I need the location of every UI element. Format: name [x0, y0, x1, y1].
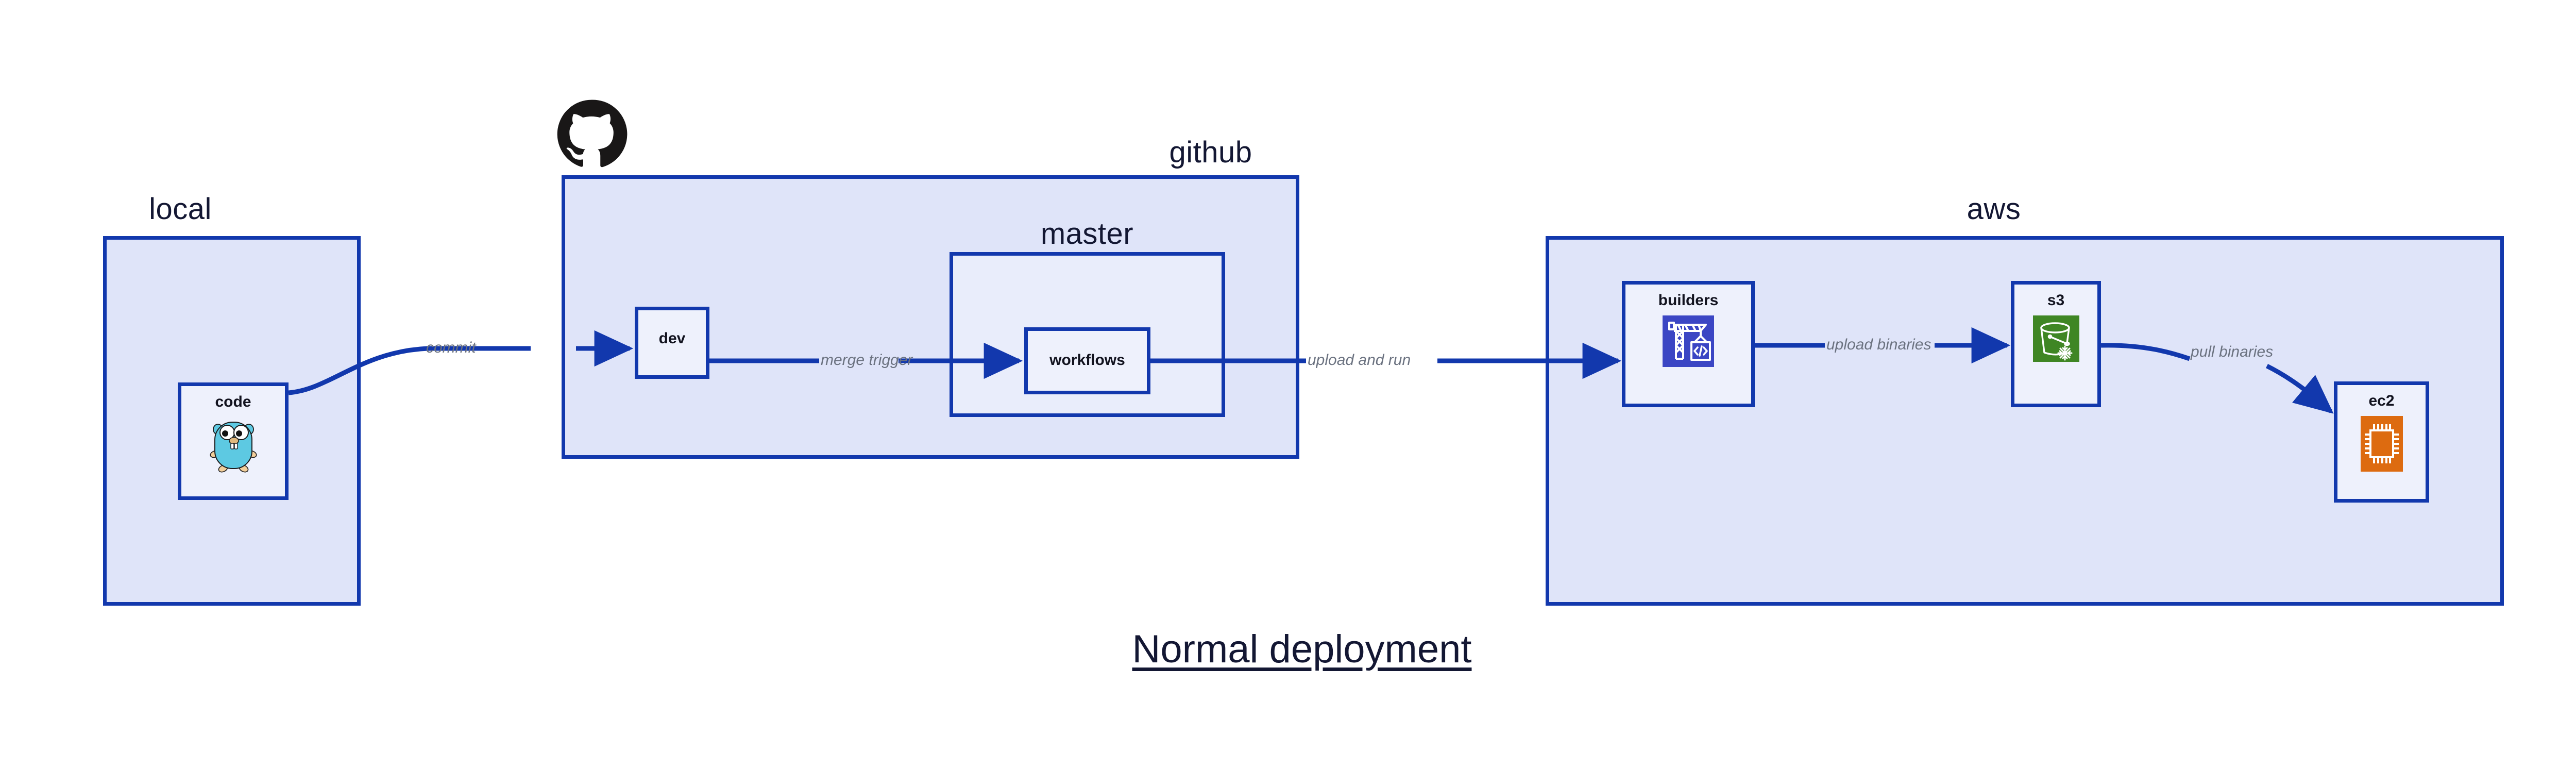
ec2-chip-icon: [2360, 416, 2403, 472]
edge-label-upload-binaries: upload binaries: [1826, 336, 1931, 353]
go-gopher-icon: [208, 417, 259, 473]
node-builders-label: builders: [1658, 292, 1719, 309]
edge-label-pull-binaries: pull binaries: [2191, 343, 2274, 360]
subgroup-label-master: master: [1040, 217, 1134, 251]
node-code-label: code: [215, 393, 251, 410]
node-ec2[interactable]: ec2: [2334, 381, 2429, 503]
github-octocat-logo: [557, 99, 628, 168]
edge-label-merge-trigger: merge trigger: [821, 352, 913, 369]
group-label-github: github: [1169, 136, 1252, 169]
node-workflows-label: workflows: [1049, 352, 1125, 369]
s3-bucket-icon: [2032, 315, 2079, 362]
crane-code-icon: [1663, 315, 1714, 367]
node-code[interactable]: code: [178, 382, 289, 500]
node-builders[interactable]: builders: [1622, 281, 1755, 407]
edge-label-commit: commit: [426, 339, 476, 356]
node-s3[interactable]: s3: [2011, 281, 2101, 407]
diagram-title: Normal deployment: [1132, 627, 1472, 671]
node-s3-label: s3: [2047, 292, 2065, 309]
group-label-aws: aws: [1967, 192, 2021, 226]
node-dev-label: dev: [658, 330, 686, 347]
node-dev[interactable]: dev: [635, 307, 709, 379]
edge-label-upload-and-run: upload and run: [1308, 352, 1411, 369]
node-workflows[interactable]: workflows: [1024, 327, 1150, 394]
node-ec2-label: ec2: [2368, 392, 2395, 409]
group-label-local: local: [149, 192, 212, 226]
